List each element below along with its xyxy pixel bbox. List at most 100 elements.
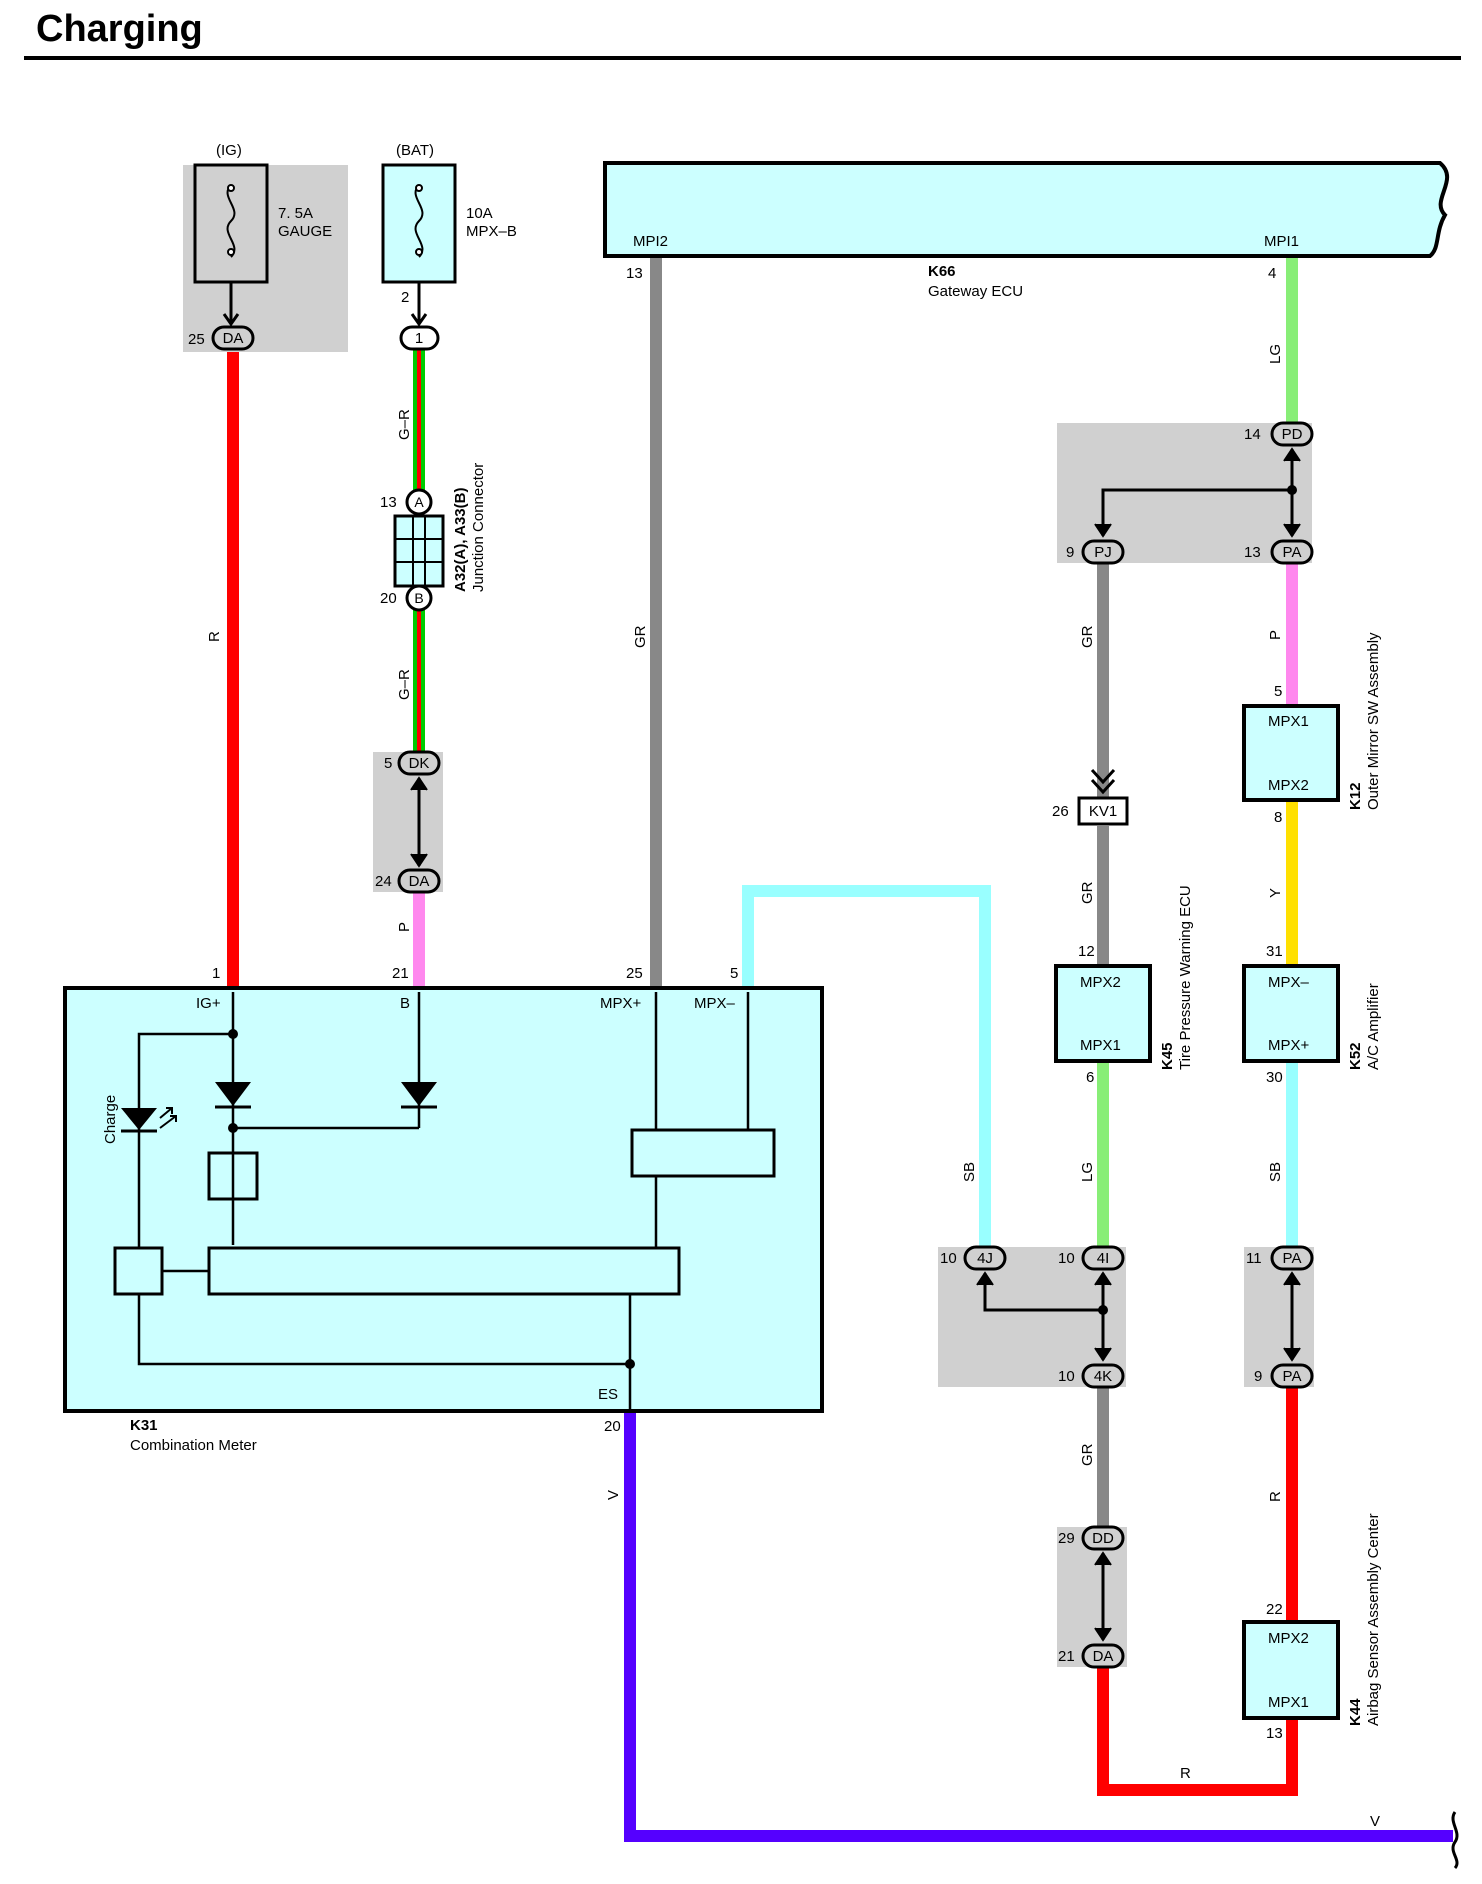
meter-pin-ig: 1 bbox=[212, 965, 220, 982]
junction-pin-b: 20 bbox=[380, 590, 397, 607]
4j-pin: 10 bbox=[940, 1250, 957, 1267]
connector-4k: 4K bbox=[1081, 1363, 1125, 1389]
pa-splice-arrow bbox=[1283, 1271, 1301, 1362]
connector-4j: 4J bbox=[963, 1245, 1007, 1271]
k45-bottom: MPX1 bbox=[1080, 1037, 1121, 1054]
svg-text:DA: DA bbox=[409, 873, 430, 890]
k52-top: MPX– bbox=[1268, 974, 1310, 991]
label-gr-bottom: G–R bbox=[396, 669, 413, 700]
meter-code: K31 bbox=[130, 1417, 158, 1434]
connector-kv1: KV1 bbox=[1077, 768, 1129, 826]
label-p-left: P bbox=[396, 922, 413, 932]
gateway-mpi2: MPI2 bbox=[633, 233, 668, 250]
meter-pin-b: 21 bbox=[392, 965, 409, 982]
meter-b-label: B bbox=[400, 995, 410, 1012]
k12-name: Outer Mirror SW Assembly bbox=[1365, 632, 1382, 810]
svg-text:DA: DA bbox=[1093, 1648, 1114, 1665]
meter-pin-mpxm: 5 bbox=[730, 965, 738, 982]
k44-code: K44 bbox=[1347, 1698, 1364, 1726]
k52-pin-top: 31 bbox=[1266, 943, 1283, 960]
connector-pj: PJ bbox=[1081, 539, 1125, 565]
wire-v bbox=[624, 1410, 1453, 1842]
k44-pin-bottom: 13 bbox=[1266, 1725, 1283, 1742]
k44-module bbox=[1242, 1620, 1340, 1720]
k52-name: A/C Amplifier bbox=[1365, 983, 1382, 1070]
svg-text:4I: 4I bbox=[1097, 1250, 1110, 1267]
svg-text:PJ: PJ bbox=[1094, 544, 1112, 561]
svg-text:PD: PD bbox=[1282, 426, 1303, 443]
bat-fuse bbox=[381, 163, 457, 327]
bat-fuse-name: MPX–B bbox=[466, 223, 517, 240]
da-mid-pin: 24 bbox=[375, 873, 392, 890]
label-y: Y bbox=[1267, 888, 1284, 898]
svg-text:DD: DD bbox=[1092, 1530, 1114, 1547]
svg-text:1: 1 bbox=[415, 330, 423, 347]
svg-text:PA: PA bbox=[1283, 1368, 1302, 1385]
4k-pin: 10 bbox=[1058, 1368, 1075, 1385]
bat-fuse-rating: 10A bbox=[466, 205, 493, 222]
svg-text:4K: 4K bbox=[1094, 1368, 1112, 1385]
meter-mpxm-label: MPX– bbox=[694, 995, 736, 1012]
k45-name: Tire Pressure Warning ECU bbox=[1177, 885, 1194, 1070]
dd-pin: 29 bbox=[1058, 1530, 1075, 1547]
wire-sb-left bbox=[742, 885, 991, 1247]
connector-da-mid: DA bbox=[397, 868, 441, 894]
label-r-bottom: R bbox=[1180, 1765, 1191, 1782]
pa-low-pin: 9 bbox=[1254, 1368, 1262, 1385]
k12-code: K12 bbox=[1347, 782, 1364, 810]
connector-da-low: DA bbox=[1081, 1643, 1125, 1669]
k45-code: K45 bbox=[1159, 1042, 1176, 1070]
svg-text:KV1: KV1 bbox=[1089, 803, 1117, 820]
page-title: Charging bbox=[36, 8, 203, 50]
gateway-mpi1: MPI1 bbox=[1264, 233, 1299, 250]
svg-text:PA: PA bbox=[1283, 544, 1302, 561]
connector-pa-top: PA bbox=[1270, 539, 1314, 565]
svg-text:PA: PA bbox=[1283, 1250, 1302, 1267]
svg-text:A: A bbox=[414, 494, 424, 510]
combination-meter bbox=[63, 986, 824, 1413]
k52-module bbox=[1242, 964, 1340, 1063]
pj-pin: 9 bbox=[1066, 544, 1074, 561]
meter-mpxp-label: MPX+ bbox=[600, 995, 642, 1012]
connector-pd: PD bbox=[1270, 421, 1314, 447]
label-lg-k45: LG bbox=[1079, 1162, 1096, 1182]
pa-mid-pin: 11 bbox=[1246, 1250, 1262, 1267]
junction-connector: A B bbox=[393, 488, 445, 612]
v-wire-break bbox=[1451, 1811, 1459, 1869]
ig-source-label: (IG) bbox=[216, 142, 242, 159]
connector-4i: 4I bbox=[1081, 1245, 1125, 1271]
bat-source-label: (BAT) bbox=[396, 142, 434, 159]
k12-pin-bottom: 8 bbox=[1274, 809, 1282, 826]
dk-pin: 5 bbox=[384, 755, 392, 772]
4i-pin: 10 bbox=[1058, 1250, 1075, 1267]
label-sb-left: SB bbox=[961, 1162, 978, 1182]
label-v-bottom: V bbox=[1370, 1813, 1380, 1830]
label-sb-right: SB bbox=[1267, 1162, 1284, 1182]
svg-text:DK: DK bbox=[409, 755, 430, 772]
title-underline bbox=[24, 56, 1461, 60]
k52-code: K52 bbox=[1347, 1042, 1364, 1070]
k45-top: MPX2 bbox=[1080, 974, 1121, 991]
ig-fuse-rating: 7. 5A bbox=[278, 205, 313, 222]
connector-pa-mid: PA bbox=[1270, 1245, 1314, 1271]
label-gr-kv1: GR bbox=[1079, 881, 1096, 904]
meter-pin-mpxp: 25 bbox=[626, 965, 643, 982]
meter-name: Combination Meter bbox=[130, 1437, 257, 1454]
da-low-pin: 21 bbox=[1058, 1648, 1075, 1665]
gateway-ecu bbox=[603, 161, 1450, 258]
svg-text:DA: DA bbox=[223, 330, 244, 347]
k44-pin-top: 22 bbox=[1266, 1601, 1283, 1618]
gateway-pin-mpi2: 13 bbox=[626, 265, 643, 282]
connector-dd: DD bbox=[1081, 1525, 1125, 1551]
k44-bottom: MPX1 bbox=[1268, 1694, 1309, 1711]
label-r-left: R bbox=[206, 631, 223, 642]
connector-dk: DK bbox=[397, 750, 441, 776]
connector-ig-da: DA bbox=[211, 325, 255, 351]
junction-pin-a: 13 bbox=[380, 494, 397, 511]
gateway-name: Gateway ECU bbox=[928, 283, 1023, 300]
connector-bat-1: 1 bbox=[399, 325, 440, 351]
k12-pin-top: 5 bbox=[1274, 683, 1282, 700]
label-gr-top: G–R bbox=[396, 409, 413, 440]
connector-pa-low: PA bbox=[1270, 1363, 1314, 1389]
